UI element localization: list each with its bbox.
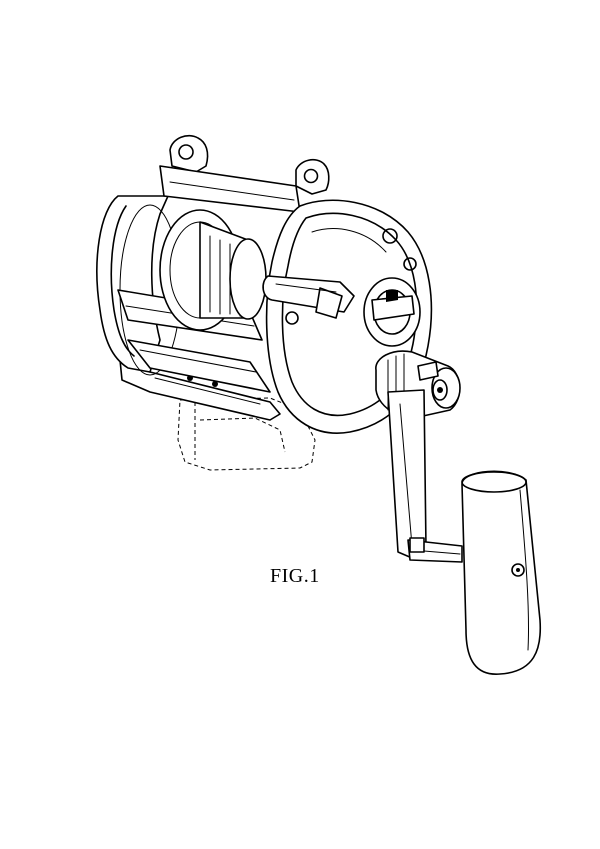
- spool: [159, 209, 267, 331]
- harness-lugs: [169, 134, 330, 195]
- drag-lever: [262, 275, 355, 319]
- left-side-plate: [96, 195, 181, 376]
- handle-knob: [461, 470, 542, 675]
- crank-arm: [387, 389, 463, 563]
- figure-label: FIG.1: [270, 565, 320, 587]
- drag-knob: [363, 277, 421, 347]
- lower-brace: [127, 339, 271, 393]
